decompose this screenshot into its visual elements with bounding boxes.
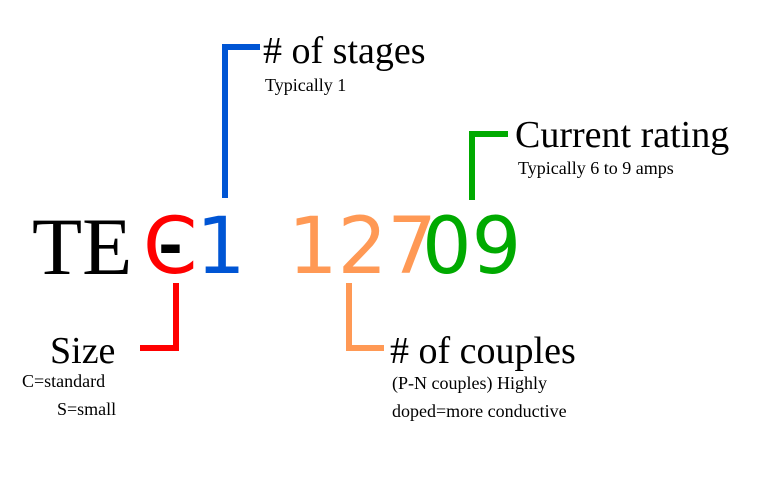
current-note: Typically 6 to 9 amps bbox=[518, 158, 674, 178]
size-leader-line bbox=[140, 283, 179, 351]
stages-leader-line bbox=[222, 44, 260, 198]
code-couples-digits: 127 bbox=[288, 202, 437, 292]
size-note-line2: S=small bbox=[57, 399, 117, 419]
couples-leader-line bbox=[346, 283, 384, 351]
code-prefix: TE bbox=[32, 201, 133, 292]
code-stages-digit: 1 bbox=[196, 202, 246, 292]
couples-title: # of couples bbox=[390, 330, 576, 372]
current-leader-line bbox=[469, 131, 508, 200]
couples-note-line1: (P-N couples) Highly bbox=[392, 373, 547, 393]
stages-note: Typically 1 bbox=[265, 75, 347, 95]
size-note-line1: C=standard bbox=[22, 371, 106, 391]
code-separator: - bbox=[158, 211, 183, 281]
code-size-letter: C bbox=[143, 202, 198, 292]
stages-title: # of stages bbox=[263, 30, 426, 72]
current-title: Current rating bbox=[515, 114, 730, 156]
code-current-digits: 09 bbox=[422, 202, 522, 292]
size-title: Size bbox=[50, 330, 116, 372]
couples-note-line2: doped=more conductive bbox=[392, 401, 567, 421]
